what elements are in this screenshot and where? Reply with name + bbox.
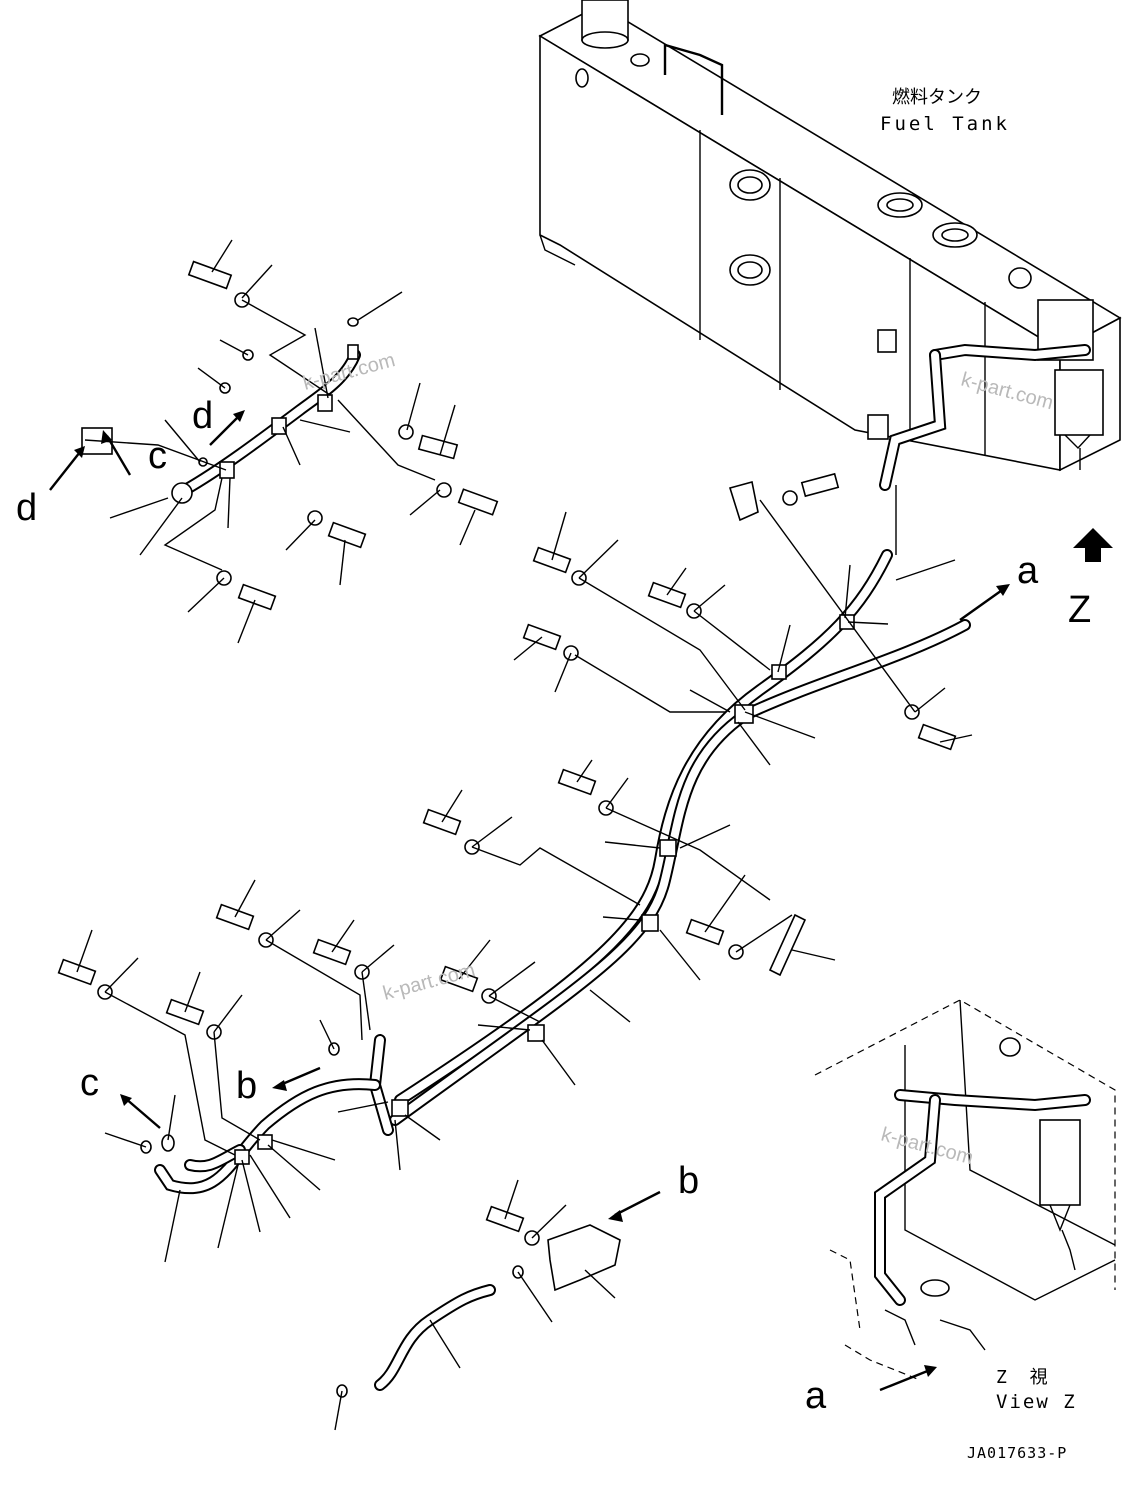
fuel-tank [538, 0, 1122, 555]
drawing-number: JA017633-P [967, 1444, 1067, 1462]
callout-b-left: b [236, 1065, 257, 1107]
callout-arrows [49, 410, 1113, 1392]
callout-a-top: a [1017, 550, 1039, 592]
callout-d-upper: d [192, 395, 213, 437]
callout-c-bottom: c [80, 1062, 99, 1104]
view-z-arrow-letter: Z [1068, 589, 1091, 631]
fuel-tank-label-jp: 燃料タンク [892, 87, 982, 108]
leader-lines [76, 239, 973, 1431]
view-z-label-jp: Z 視 [996, 1367, 1054, 1388]
fuel-tank-label-en: Fuel Tank [880, 113, 1010, 135]
callout-d-lower: d [16, 487, 37, 529]
upper-left-line-assembly [81, 317, 361, 504]
watermark: k-part.com [381, 959, 478, 1005]
callout-a-bottom: a [805, 1375, 827, 1417]
main-fuel-hoses [154, 549, 971, 1391]
view-z-label-en: View Z [996, 1391, 1077, 1413]
view-z-arrow-icon [1073, 528, 1113, 562]
callout-b-right: b [678, 1160, 699, 1202]
view-z-inset [814, 999, 1116, 1381]
callout-c-top: c [148, 435, 167, 477]
